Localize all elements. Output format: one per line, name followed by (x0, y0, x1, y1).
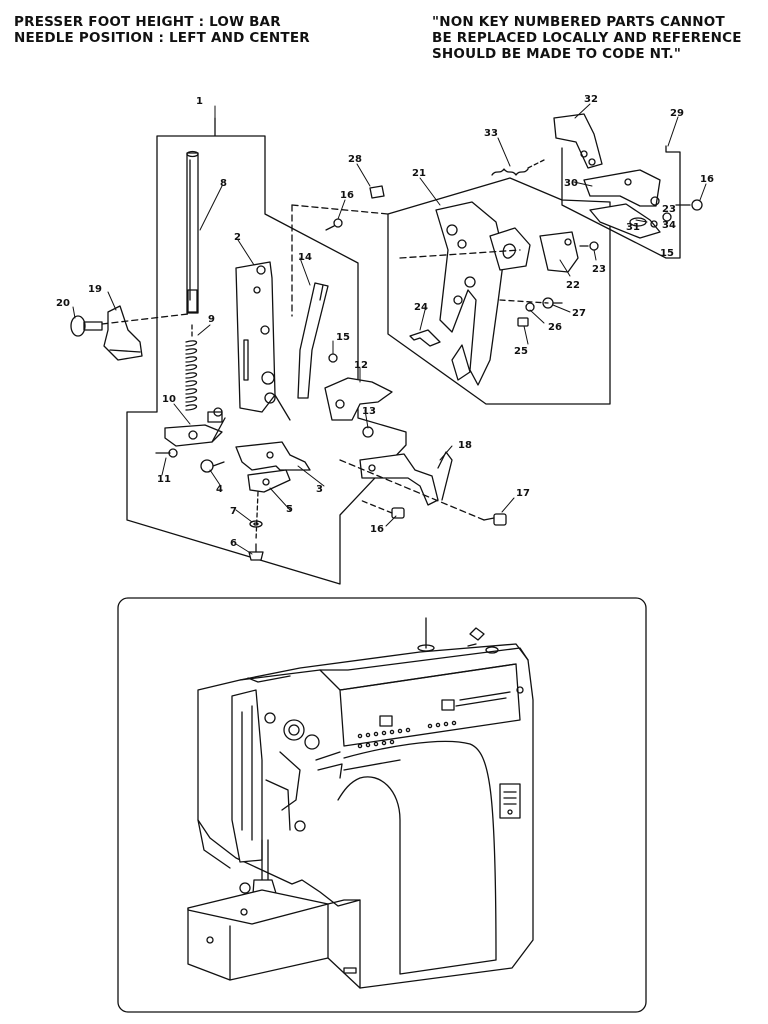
callout-25: 25 (514, 346, 528, 357)
link-bracket-icon (359, 451, 453, 506)
header-left: PRESSER FOOT HEIGHT : LOW BAR NEEDLE POS… (14, 14, 310, 46)
left-assembly-frame (126, 117, 407, 585)
callout-5: 5 (286, 504, 293, 515)
screw-icon (359, 499, 405, 519)
spring-icon (185, 324, 198, 411)
foot-plate-icon (235, 441, 311, 541)
callout-11: 11 (157, 474, 171, 485)
screw-icon (369, 185, 385, 199)
callout-2: 2 (234, 232, 241, 243)
washer-icon (525, 302, 535, 312)
callout-30: 30 (564, 178, 578, 189)
callout-33: 33 (484, 128, 498, 139)
screw-icon (542, 297, 563, 309)
callout-23-upper: 23 (662, 204, 676, 215)
clamp-bracket-icon (324, 377, 393, 421)
callout-10: 10 (162, 394, 176, 405)
screw-icon (200, 459, 225, 473)
screw-icon (483, 513, 507, 526)
callout-22: 22 (566, 280, 580, 291)
sewing-machine-icon (187, 617, 534, 989)
right-assembly-frame (387, 145, 681, 405)
callout-9: 9 (208, 314, 215, 325)
callout-labels: 1 8 2 14 9 10 11 4 3 5 7 6 15 12 13 28 1… (56, 94, 714, 549)
lifter-lever-icon (297, 282, 329, 399)
header-left-line-2: NEEDLE POSITION : LEFT AND CENTER (14, 30, 310, 46)
presser-bar-guide-icon (164, 407, 226, 447)
header-right-line-3: SHOULD BE MADE TO CODE NT." (432, 46, 682, 62)
callout-16-bottom: 16 (370, 524, 384, 535)
spring-icon (491, 159, 545, 176)
callout-23-lower: 23 (592, 264, 606, 275)
callout-24: 24 (414, 302, 428, 313)
callout-31: 31 (626, 222, 640, 233)
callout-15-right: 15 (660, 248, 674, 259)
callout-6: 6 (230, 538, 237, 549)
callout-13: 13 (362, 406, 376, 417)
presser-bar-plate-icon (235, 261, 291, 421)
callout-19: 19 (88, 284, 102, 295)
screw-icon (517, 317, 529, 327)
guide-plate-icon (539, 231, 579, 273)
callout-16-top: 16 (340, 190, 354, 201)
presser-bar-icon (186, 150, 199, 314)
callout-12: 12 (354, 360, 368, 371)
header-right-note: "NON KEY NUMBERED PARTS CANNOT BE REPLAC… (432, 14, 742, 62)
screw-icon (579, 241, 599, 251)
top-lever-icon (553, 113, 603, 169)
screw-icon (675, 199, 703, 211)
callout-4: 4 (216, 484, 223, 495)
callout-20: 20 (56, 298, 70, 309)
leader-lines (72, 103, 707, 555)
stitch-selector-dots (357, 720, 457, 749)
callout-27: 27 (572, 308, 586, 319)
callout-29: 29 (670, 108, 684, 119)
presser-foot-icon (103, 305, 143, 361)
callout-17: 17 (516, 488, 530, 499)
callout-34: 34 (662, 220, 676, 231)
callout-16-right: 16 (700, 174, 714, 185)
callout-1: 1 (196, 96, 203, 107)
washer-icon (249, 520, 263, 528)
screw-icon (248, 543, 264, 561)
screw-icon (155, 448, 178, 458)
screw-icon (325, 218, 343, 231)
header-right-line-1: "NON KEY NUMBERED PARTS CANNOT (432, 14, 725, 30)
header-left-line-1: PRESSER FOOT HEIGHT : LOW BAR (14, 14, 281, 30)
callout-3: 3 (316, 484, 323, 495)
callout-14: 14 (298, 252, 312, 263)
callout-28: 28 (348, 154, 362, 165)
callout-7: 7 (230, 506, 237, 517)
callout-8: 8 (220, 178, 227, 189)
callout-26: 26 (548, 322, 562, 333)
thumb-screw-icon (70, 315, 103, 337)
clip-icon (409, 329, 441, 347)
callout-32: 32 (584, 94, 598, 105)
header-right-line-2: BE REPLACED LOCALLY AND REFERENCE (432, 30, 742, 46)
callout-15-left: 15 (336, 332, 350, 343)
needle-bar-bracket-icon (435, 201, 531, 386)
callout-21: 21 (412, 168, 426, 179)
callout-18: 18 (458, 440, 472, 451)
